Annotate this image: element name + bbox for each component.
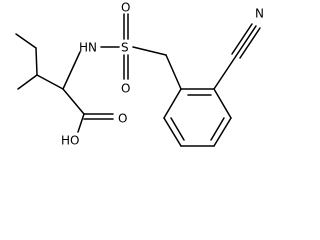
sulfonyl-oxygen-top-label: O xyxy=(121,1,130,15)
bond-nitrile-triple-b xyxy=(239,27,261,59)
ring-bond-3 xyxy=(213,117,232,147)
amine-nh-label: HN xyxy=(79,41,97,55)
carbonyl-oxygen-label: O xyxy=(118,112,127,126)
sulfonyl-oxygen-bottom-label: O xyxy=(121,82,130,96)
bond-nitrile-triple-a xyxy=(235,25,257,57)
sulfur-label: S xyxy=(121,41,129,55)
chemical-structure-diagram: N HN S O O O HO xyxy=(15,1,264,148)
bond-alpha-carbon-to-nh xyxy=(62,51,81,90)
bond-alpha-carbon-to-carboxyl xyxy=(62,88,85,115)
bond-branch-to-alpha-carbon xyxy=(36,74,64,90)
ring-bond-6 xyxy=(163,88,182,119)
ring-bond-2 xyxy=(213,88,232,119)
ring-double-bond-3 xyxy=(170,117,185,141)
ring-bond-5 xyxy=(163,117,182,147)
bond-sulfur-to-ch2 xyxy=(132,46,167,56)
bond-ring-to-nitrile-carbon xyxy=(213,55,237,90)
bond-nitrile-triple-c xyxy=(231,23,253,55)
bond-branch-to-methyl xyxy=(17,74,38,90)
bond-ethyl-terminal xyxy=(15,33,37,49)
bond-ethyl-to-branch xyxy=(35,47,38,76)
nitrile-nitrogen-label: N xyxy=(255,7,264,21)
hydroxyl-label: HO xyxy=(61,134,79,148)
bond-carboxyl-to-oh xyxy=(77,113,85,133)
bond-ch2-to-ring xyxy=(165,54,182,90)
ring-double-bond-2 xyxy=(210,117,225,141)
